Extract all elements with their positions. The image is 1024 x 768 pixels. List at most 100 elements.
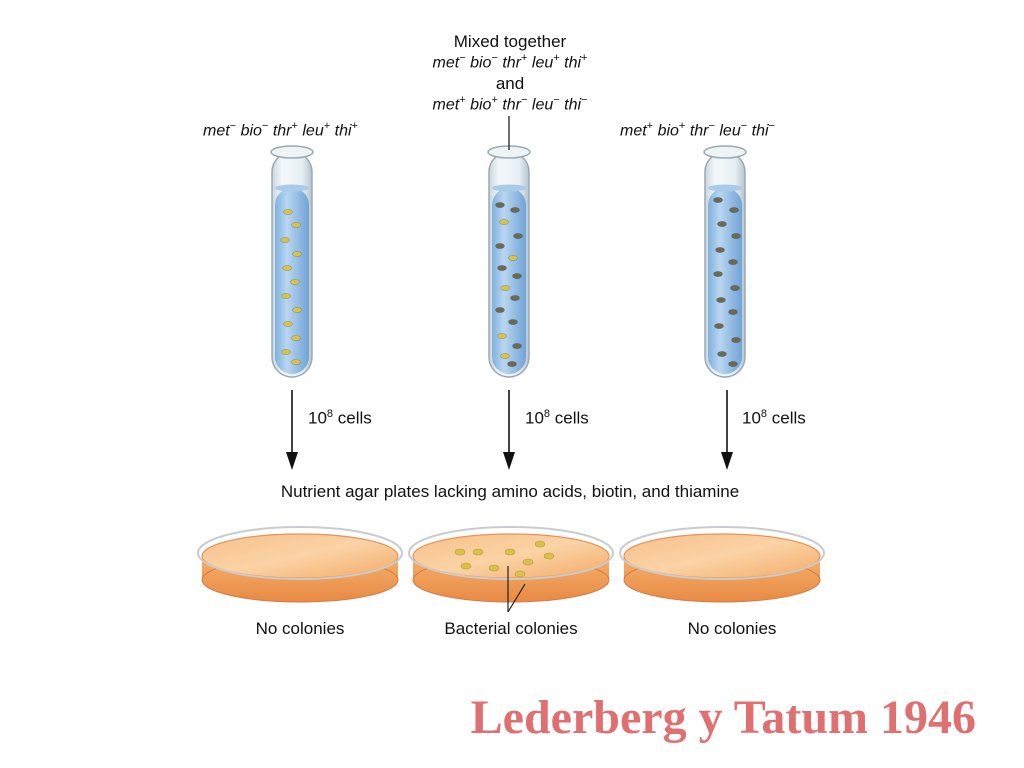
mixed-genotype-2: met+ bio+ thr− leu− thi− xyxy=(360,94,660,114)
cell-yellow xyxy=(500,285,510,291)
gene-sign: − xyxy=(491,52,498,64)
gene-thi: thi xyxy=(564,96,582,114)
gene-thi: thi xyxy=(334,122,352,140)
gene-thr: thr xyxy=(502,96,521,114)
gene-sign: − xyxy=(768,120,775,132)
cell-dark xyxy=(512,273,522,279)
page-title: Lederberg y Tatum 1946 xyxy=(470,691,976,744)
test-tube-middle xyxy=(487,145,531,378)
gene-leu: leu xyxy=(302,122,324,140)
gene-thr: thr xyxy=(689,122,709,140)
cell-dark xyxy=(513,233,523,239)
petri-dish-right xyxy=(619,526,825,603)
gene-sign: + xyxy=(491,94,498,106)
result-middle: Bacterial colonies xyxy=(444,619,578,638)
cell-dark xyxy=(713,271,723,277)
cell-dark xyxy=(495,243,505,249)
gene-met: met xyxy=(203,122,230,140)
gene-sign: − xyxy=(459,52,466,64)
petri-dish-left xyxy=(197,526,403,603)
arrow-left xyxy=(286,390,298,470)
cell-yellow xyxy=(283,209,293,215)
gene-sign: + xyxy=(521,52,528,64)
plates-caption: Nutrient agar plates lacking amino acids… xyxy=(280,482,740,501)
gene-thi: thi xyxy=(751,122,769,140)
cell-dark xyxy=(495,202,505,208)
gene-bio: bio xyxy=(470,54,492,72)
cell-dark xyxy=(508,319,518,325)
gene-sign: − xyxy=(553,94,560,106)
gene-thr: thr xyxy=(502,54,521,72)
bacterial-colonies xyxy=(454,540,555,578)
gene-leu: leu xyxy=(531,96,554,114)
gene-bio: bio xyxy=(657,122,679,140)
colony xyxy=(514,570,526,578)
cells-label-left: 108 cells xyxy=(308,408,372,428)
cell-yellow xyxy=(280,237,290,243)
gene-sign: + xyxy=(553,52,560,64)
gene-sign: − xyxy=(740,120,748,132)
colony xyxy=(504,548,516,556)
gene-leu: leu xyxy=(719,122,741,140)
gene-sign: + xyxy=(581,52,588,64)
gene-sign: − xyxy=(229,120,237,132)
right-genotype: met+ bio+ thr− leu− thi− xyxy=(620,120,775,140)
gene-sign: − xyxy=(581,94,588,106)
cell-yellow xyxy=(281,349,291,355)
gene-thi: thi xyxy=(564,54,582,72)
gene-met: met xyxy=(432,54,460,72)
colony xyxy=(454,548,466,556)
cell-dark xyxy=(507,361,517,367)
cell-yellow xyxy=(283,321,293,327)
colony xyxy=(472,548,484,556)
gene-sign: + xyxy=(323,120,331,132)
cell-dark xyxy=(510,207,520,213)
gene-bio: bio xyxy=(240,122,262,140)
gene-sign: + xyxy=(646,120,654,132)
colony xyxy=(543,552,555,560)
cell-yellow xyxy=(292,307,302,313)
cell-yellow xyxy=(282,265,292,271)
gene-sign: − xyxy=(261,120,269,132)
petri-dish-middle xyxy=(408,526,614,603)
cell-dark xyxy=(731,233,741,239)
result-left: No colonies xyxy=(255,619,345,638)
colony xyxy=(488,564,500,572)
cell-dark xyxy=(730,285,740,291)
tube-cells-right xyxy=(713,197,741,367)
cell-yellow xyxy=(281,293,291,299)
gene-met: met xyxy=(432,96,460,114)
result-right: No colonies xyxy=(687,619,777,638)
gene-met: met xyxy=(620,122,647,140)
cell-yellow xyxy=(499,219,509,225)
mixed-and: and xyxy=(495,74,525,93)
colony xyxy=(522,558,534,566)
gene-sign: + xyxy=(351,120,358,132)
gene-sign: − xyxy=(521,94,528,106)
cell-dark xyxy=(713,197,723,203)
cell-dark xyxy=(715,247,725,253)
cell-yellow xyxy=(500,353,510,359)
gene-sign: + xyxy=(678,120,686,132)
gene-sign: − xyxy=(708,120,715,132)
cell-yellow xyxy=(290,279,300,285)
test-tube-right xyxy=(703,145,747,378)
cells-label-middle: 108 cells xyxy=(525,408,589,428)
mixed-heading: Mixed together xyxy=(453,32,567,51)
tube-cells-left xyxy=(280,209,302,365)
cell-dark xyxy=(717,221,727,227)
gene-sign: + xyxy=(291,120,298,132)
cell-dark xyxy=(728,361,738,367)
cell-yellow xyxy=(291,359,301,365)
cell-dark xyxy=(510,295,520,301)
colony xyxy=(534,540,546,548)
cell-dark xyxy=(728,309,738,315)
cell-dark xyxy=(512,343,522,349)
cell-yellow xyxy=(508,255,518,261)
cell-dark xyxy=(728,259,738,265)
test-tube-left xyxy=(270,145,314,378)
cell-dark xyxy=(716,297,726,303)
gene-sign: + xyxy=(459,94,466,106)
cell-dark xyxy=(497,265,507,271)
